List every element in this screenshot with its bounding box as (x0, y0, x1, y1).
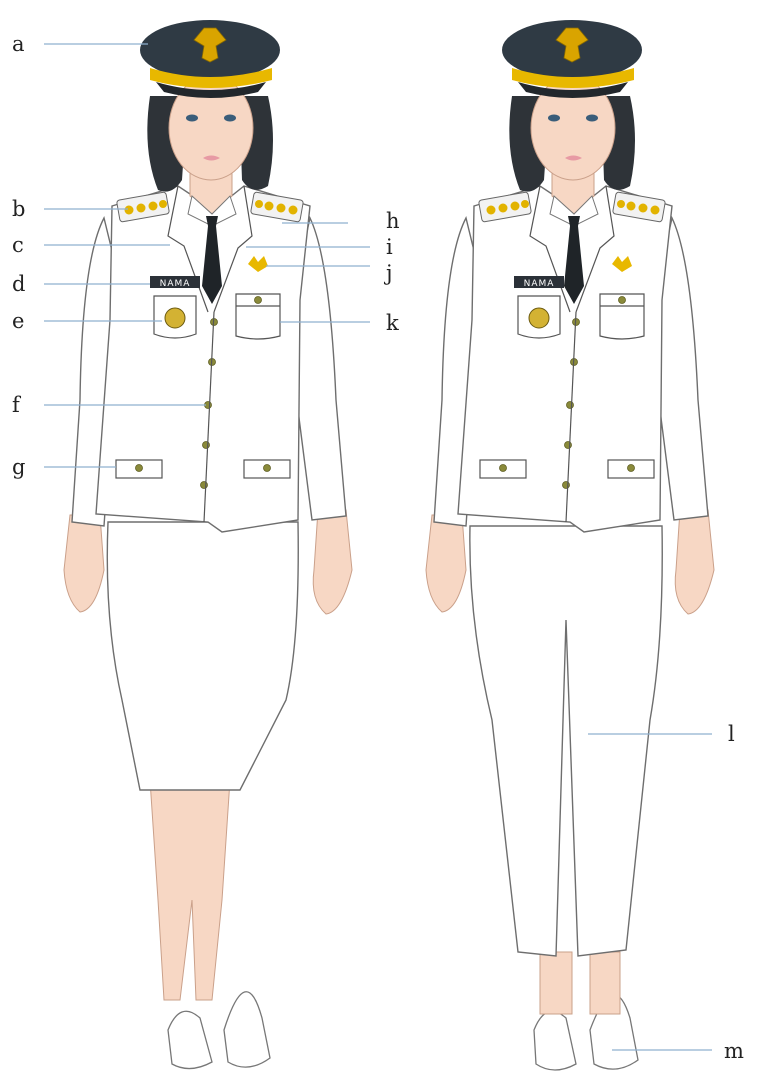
rank-insignia (612, 256, 632, 272)
shoe-left (533, 1010, 577, 1071)
pocket-chest-right (235, 293, 281, 340)
eye-left (548, 114, 560, 122)
sleeve-right (653, 215, 709, 521)
shoulder-stars-left (124, 200, 167, 215)
pocket-button (135, 464, 143, 472)
pocket-button (254, 296, 262, 304)
pocket-chest-left (517, 295, 561, 339)
pocket-button (499, 464, 507, 472)
cap-visor (156, 82, 266, 98)
jacket-body (95, 185, 311, 533)
jacket-front-seam (203, 311, 215, 523)
pocket-button (263, 464, 271, 472)
name-tag (514, 276, 564, 288)
callout-label-h: h (386, 209, 400, 233)
cap-band (512, 68, 634, 88)
lapel-right (213, 185, 253, 313)
callout-label-b: b (12, 197, 25, 221)
eye-right (224, 114, 236, 122)
callout-label-m: m (724, 1039, 744, 1063)
shoe-right (223, 991, 271, 1068)
hand-left (425, 514, 467, 613)
sleeve-right (291, 215, 347, 521)
eye-left (186, 114, 198, 122)
callout-label-l: l (728, 722, 735, 746)
skirt (106, 521, 299, 791)
shoe-left (167, 1010, 213, 1070)
pocket-button (627, 464, 635, 472)
tie (202, 216, 222, 304)
name-tag (150, 276, 200, 288)
pocket-button (618, 296, 626, 304)
lips (203, 155, 220, 161)
jacket-front-seam (565, 311, 577, 523)
pocket-chest-left (153, 295, 197, 339)
callout-label-f: f (12, 393, 22, 417)
shirt-collar (549, 195, 599, 227)
pocket-lower-right (607, 459, 655, 479)
cap-band (150, 68, 272, 88)
pocket-lower-right (243, 459, 291, 479)
figure-trouser-uniform: NAMA (425, 20, 715, 1071)
figure-skirt-uniform: NAMA (63, 20, 353, 1070)
korpri-badge (164, 307, 186, 329)
callout-label-e: e (12, 309, 24, 333)
trousers (469, 525, 663, 957)
callouts: a b c d e f g h i j k l m (12, 32, 744, 1063)
pocket-lower-left (115, 459, 163, 479)
rank-insignia (248, 256, 268, 272)
jacket-button (566, 401, 574, 409)
ankles (539, 951, 621, 1015)
eye-right (586, 114, 598, 122)
callout-label-g: g (12, 455, 25, 479)
hand-left (63, 514, 105, 613)
cap-visor (518, 82, 628, 98)
callout-label-j: j (383, 261, 393, 285)
pocket-lower-left (479, 459, 527, 479)
legs (149, 779, 231, 1001)
korpri-badge (528, 307, 550, 329)
callout-label-a: a (12, 32, 25, 56)
jacket-button (202, 441, 210, 449)
callout-label-k: k (386, 311, 399, 335)
shirt-collar (187, 195, 237, 227)
shoulder-stars-left (486, 200, 529, 215)
shoulder-stars-right (617, 200, 660, 215)
name-tag-text: NAMA (524, 279, 555, 289)
pocket-chest-right (599, 293, 645, 340)
callout-label-i: i (386, 235, 393, 259)
cap-eagle-emblem (193, 27, 227, 63)
hand-right (312, 509, 353, 615)
tie (564, 216, 584, 304)
callout-label-c: c (12, 233, 24, 257)
hand-right (674, 509, 715, 615)
jacket-body (457, 185, 673, 533)
callout-label-d: d (12, 272, 25, 296)
jacket-button (564, 441, 572, 449)
shoulder-stars-right (255, 200, 298, 215)
lips (565, 155, 582, 161)
name-tag-text: NAMA (160, 279, 191, 289)
lapel-right (575, 185, 615, 313)
cap-eagle-emblem (555, 27, 589, 63)
